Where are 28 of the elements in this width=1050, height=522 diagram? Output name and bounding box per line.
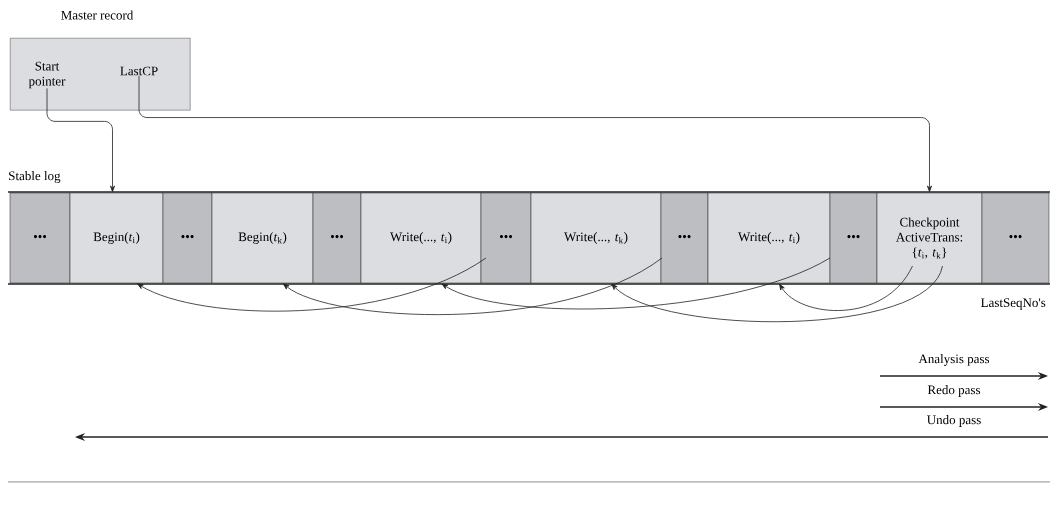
field-label: Start pointer [28,61,66,89]
pointer-arrow [441,257,831,310]
ellipsis-cell: ••• [981,192,1050,284]
log-record-cell: Write(..., t$_{i}$) [360,192,482,284]
ellipsis-cell: ••• [312,192,362,284]
band-title: Stable log [9,171,61,183]
pass-label: Redo pass [927,385,981,397]
pointer-arrow [137,257,487,312]
pointer-arrow [283,257,663,315]
ellipsis-cell: ••• [9,192,71,284]
annotation-label: LastSeqNo's [981,298,1046,310]
ellipsis-cell: ••• [162,192,213,284]
pointer-arrow [46,88,115,192]
box-title: Master record [61,10,134,20]
ellipsis-cell: ••• [660,192,709,284]
field-label: LastCP [120,66,158,76]
log-record-cell: Begin(t$_{k}$) [211,192,314,284]
pointer-arrow [138,75,932,192]
pass-label: Undo pass [927,415,981,427]
log-record-cell: Begin(t$_{i}$) [69,192,164,284]
pointer-arrow [779,265,913,311]
ellipsis-cell: ••• [829,192,878,284]
pass-label: Analysis pass [918,354,990,366]
log-record-cell: Write(..., t$_{i}$) [707,192,831,284]
log-record-cell: Write(..., t$_{k}$) [530,192,662,284]
ellipsis-cell: ••• [480,192,532,284]
pointer-arrow [611,265,943,322]
log-record-cell: Checkpoint ActiveTrans: {t$_{i}$, t$_{k}$} [876,192,983,284]
